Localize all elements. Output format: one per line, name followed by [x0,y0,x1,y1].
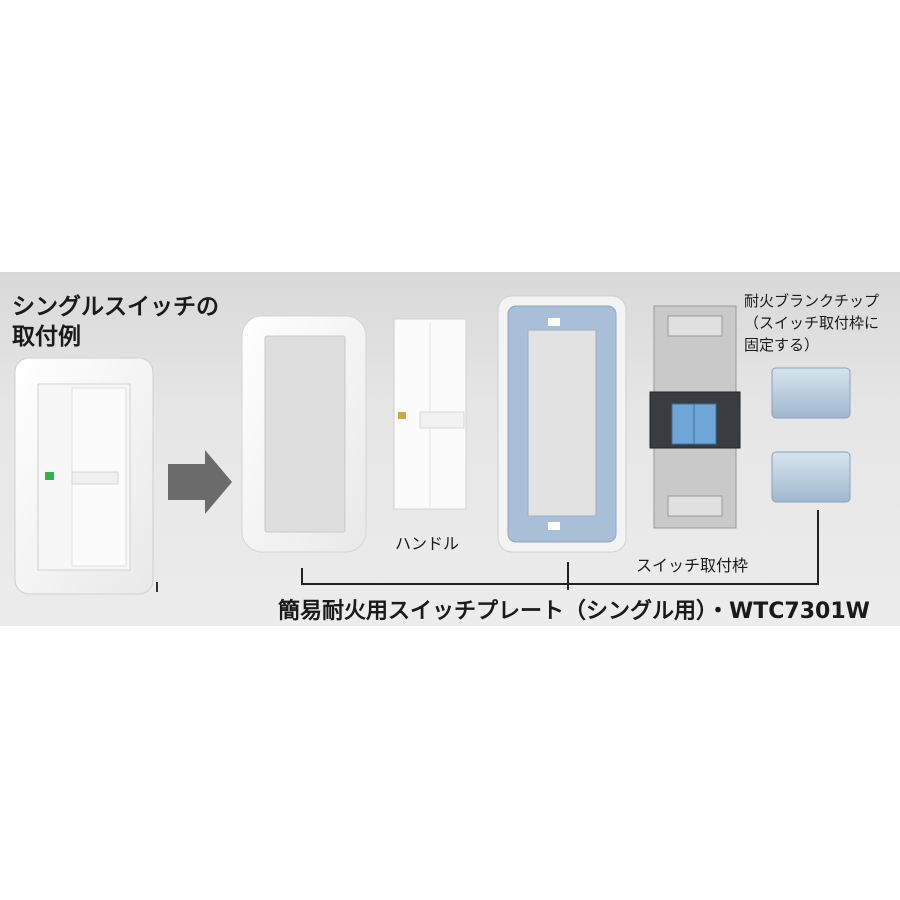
example-title: シングルスイッチの 取付例 [12,292,219,352]
right-arrow-icon [168,450,232,514]
blank-chips [772,368,850,502]
handle-part [394,319,466,509]
product-name: 簡易耐火用スイッチプレート（シングル用）・WTC7301W [278,593,870,625]
switch-frame-label: スイッチ取付枠 [636,552,748,576]
cover-plate [242,316,366,552]
switch-mount-mechanism [650,306,740,528]
green-led-icon [45,472,54,480]
example-title-line1: シングルスイッチの [12,292,219,322]
blank-chip-label: 耐火ブランクチップ （スイッチ取付枠に 固定する） [744,290,879,356]
blank-chip-line1: 耐火ブランクチップ [744,290,879,312]
blank-chip-line2: （スイッチ取付枠に [744,312,879,334]
mounting-frame [498,296,626,552]
handle-label: ハンドル [395,530,459,554]
example-title-line2: 取付例 [12,322,219,352]
tick-mark [156,582,158,592]
blank-chip-line3: 固定する） [744,334,879,356]
installed-switch-example [15,358,153,594]
